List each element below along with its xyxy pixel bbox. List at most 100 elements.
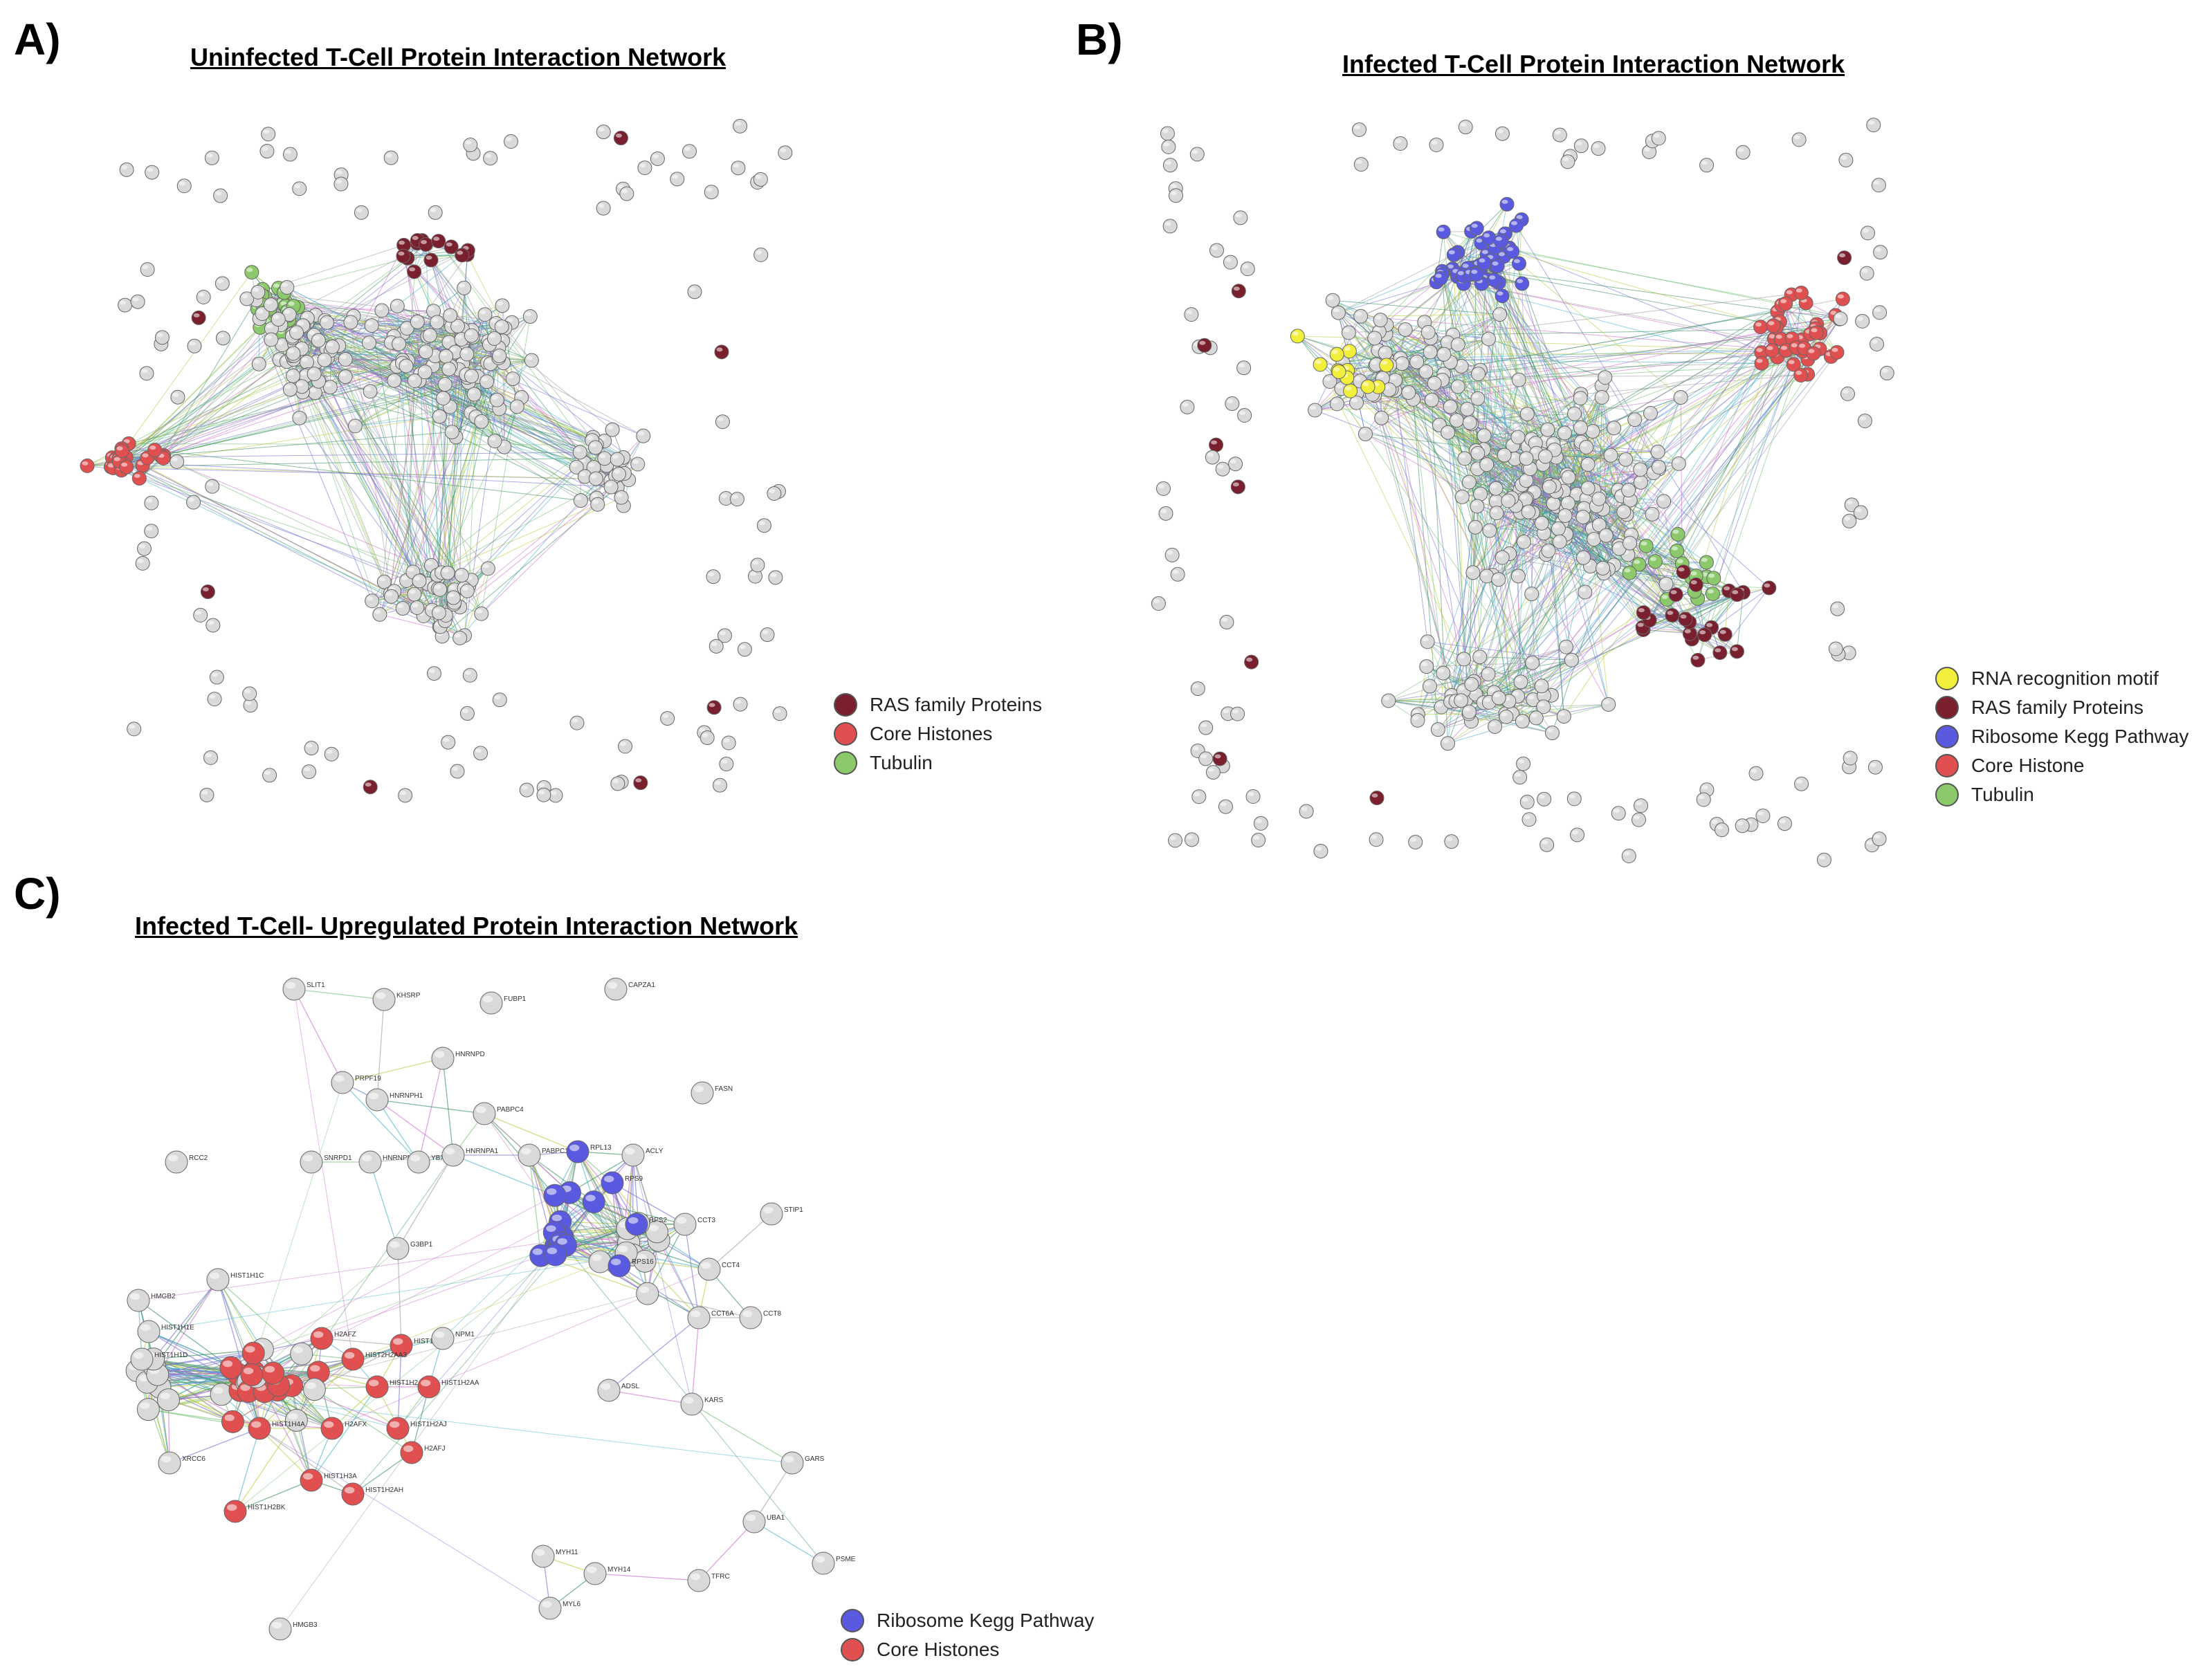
node-label: G3BP1 [410,1241,433,1249]
protein-node [1833,311,1848,326]
edge [412,358,500,573]
protein-node [1647,554,1663,569]
protein-node [1180,399,1195,414]
edge [306,362,415,595]
protein-node [583,1562,607,1585]
protein-node [1443,399,1458,414]
legend-swatch [1935,725,1959,748]
protein-node [636,1282,659,1305]
protein-node [1218,799,1233,814]
legend-item-tubulin: Tubulin [834,748,1042,777]
protein-node [1471,366,1486,381]
protein-node [1697,627,1712,643]
protein-node [282,382,298,397]
protein-node [1253,816,1268,831]
protein-node [1594,389,1609,405]
protein-node [687,1306,711,1329]
protein-node [1730,587,1745,602]
protein-node [1748,766,1764,781]
node-label: UBA1 [767,1514,785,1522]
protein-node [290,1342,313,1365]
node-label: RPS9 [625,1175,643,1183]
legend-swatch [841,1609,864,1632]
protein-node [621,1143,645,1167]
protein-node [282,977,306,1001]
node-label: CCT4 [722,1262,740,1269]
protein-node [347,418,363,434]
protein-node [1495,550,1510,565]
protein-node [365,1375,389,1399]
protein-node [322,380,338,395]
protein-node [1870,337,1885,352]
protein-node [1621,848,1636,863]
protein-node [1534,679,1549,694]
edge [698,1521,755,1581]
protein-node [250,284,266,300]
protein-node [1537,449,1553,464]
edge [420,288,465,374]
protein-node [325,339,340,354]
protein-node [1842,513,1857,528]
protein-node [331,1071,354,1094]
protein-node [1560,495,1575,510]
protein-node [742,1510,766,1534]
protein-node [119,459,134,475]
protein-node [268,1617,292,1641]
protein-node [1556,709,1571,724]
protein-node [1778,296,1793,311]
legend-a: RAS family Proteins Core Histones Tubuli… [834,690,1042,777]
node-label: HIST2H2AA3 [365,1352,407,1359]
protein-node [1633,462,1648,477]
edge [484,1113,561,1222]
protein-node [417,1375,441,1399]
protein-node [302,1378,326,1401]
legend-swatch [1935,783,1959,807]
protein-node [1717,627,1733,642]
edge [282,303,585,477]
protein-node [1427,376,1442,391]
protein-node [1408,834,1423,849]
protein-node [597,1379,621,1402]
protein-node [358,1150,382,1174]
protein-node [1160,126,1175,141]
protein-node [544,1243,567,1267]
protein-node [1465,565,1481,580]
protein-node [1353,157,1369,172]
protein-node [436,391,451,406]
legend-label: Tubulin [870,752,933,773]
protein-node [1585,424,1600,439]
protein-node [1552,534,1567,549]
protein-node [1423,344,1438,360]
edge [331,350,605,459]
network-graph-b [1151,118,1894,867]
protein-node [1468,519,1483,535]
protein-node [343,315,358,330]
protein-node [479,374,495,389]
node-label: PSME [836,1556,856,1563]
edge [608,1390,693,1405]
protein-node [1598,528,1614,543]
protein-node [1168,188,1183,203]
protein-node [1161,139,1176,154]
legend-item-histone: Core Histones [841,1635,1094,1664]
protein-node [1525,655,1540,670]
node-label: KHSRP [396,992,421,1000]
protein-node [1651,459,1666,475]
protein-node [307,385,322,400]
protein-node [319,315,334,330]
protein-node [239,291,255,306]
protein-node [1331,305,1346,320]
protein-node [1510,569,1526,584]
legend-item-histone: Core Histone [1935,751,2188,780]
edge [441,486,618,637]
protein-node [1430,722,1445,737]
protein-node [1410,712,1425,728]
protein-node [1537,791,1552,807]
protein-node [374,303,390,318]
protein-node [1191,789,1207,804]
edge [262,295,354,317]
protein-node [1596,560,1611,575]
protein-node [1591,141,1606,156]
protein-node [338,351,353,367]
protein-node [365,1088,389,1112]
